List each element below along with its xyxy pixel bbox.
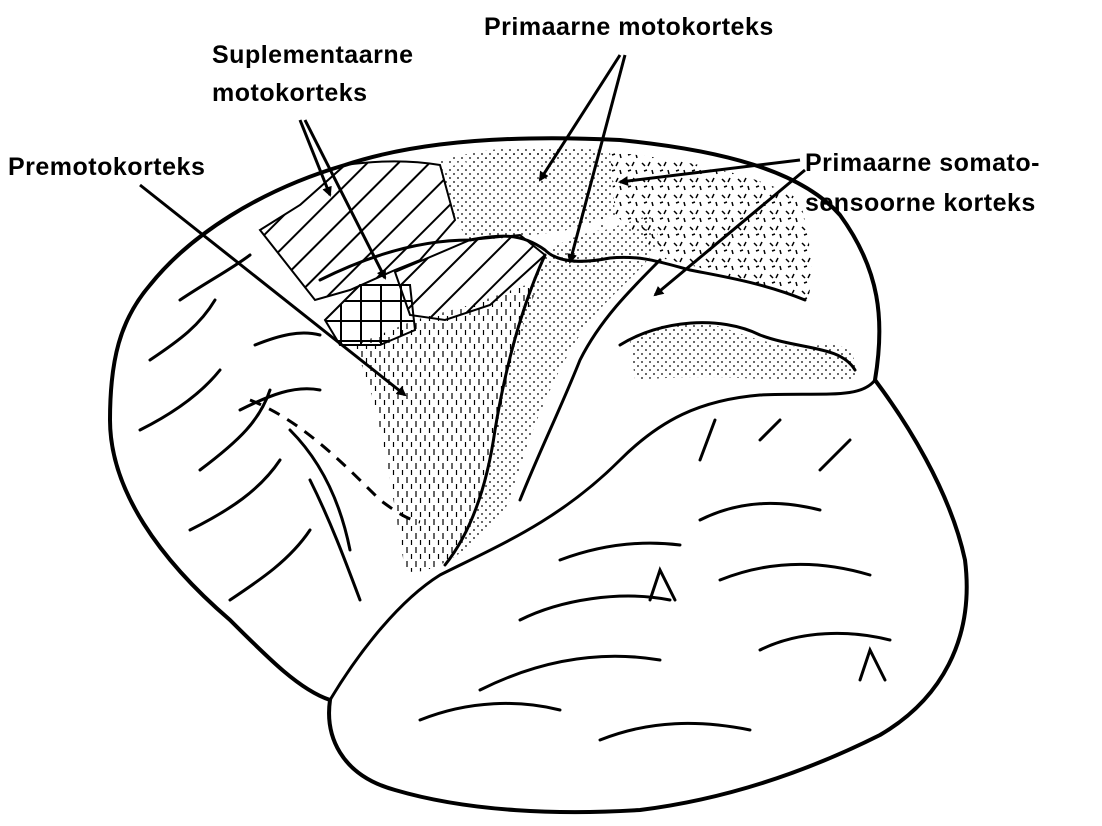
label-somatosensory-cortex-line1: Primaarne somato-: [805, 148, 1040, 178]
label-supplementary-motor-cortex-line1: Suplementaarne: [212, 40, 414, 70]
label-somatosensory-cortex-line2: sensoorne korteks: [805, 188, 1036, 218]
label-primary-motor-cortex: Primaarne motokorteks: [484, 12, 774, 42]
label-supplementary-motor-cortex-line2: motokorteks: [212, 78, 368, 108]
brain-outline: [110, 138, 967, 812]
label-premotor-cortex: Premotokorteks: [8, 152, 205, 182]
